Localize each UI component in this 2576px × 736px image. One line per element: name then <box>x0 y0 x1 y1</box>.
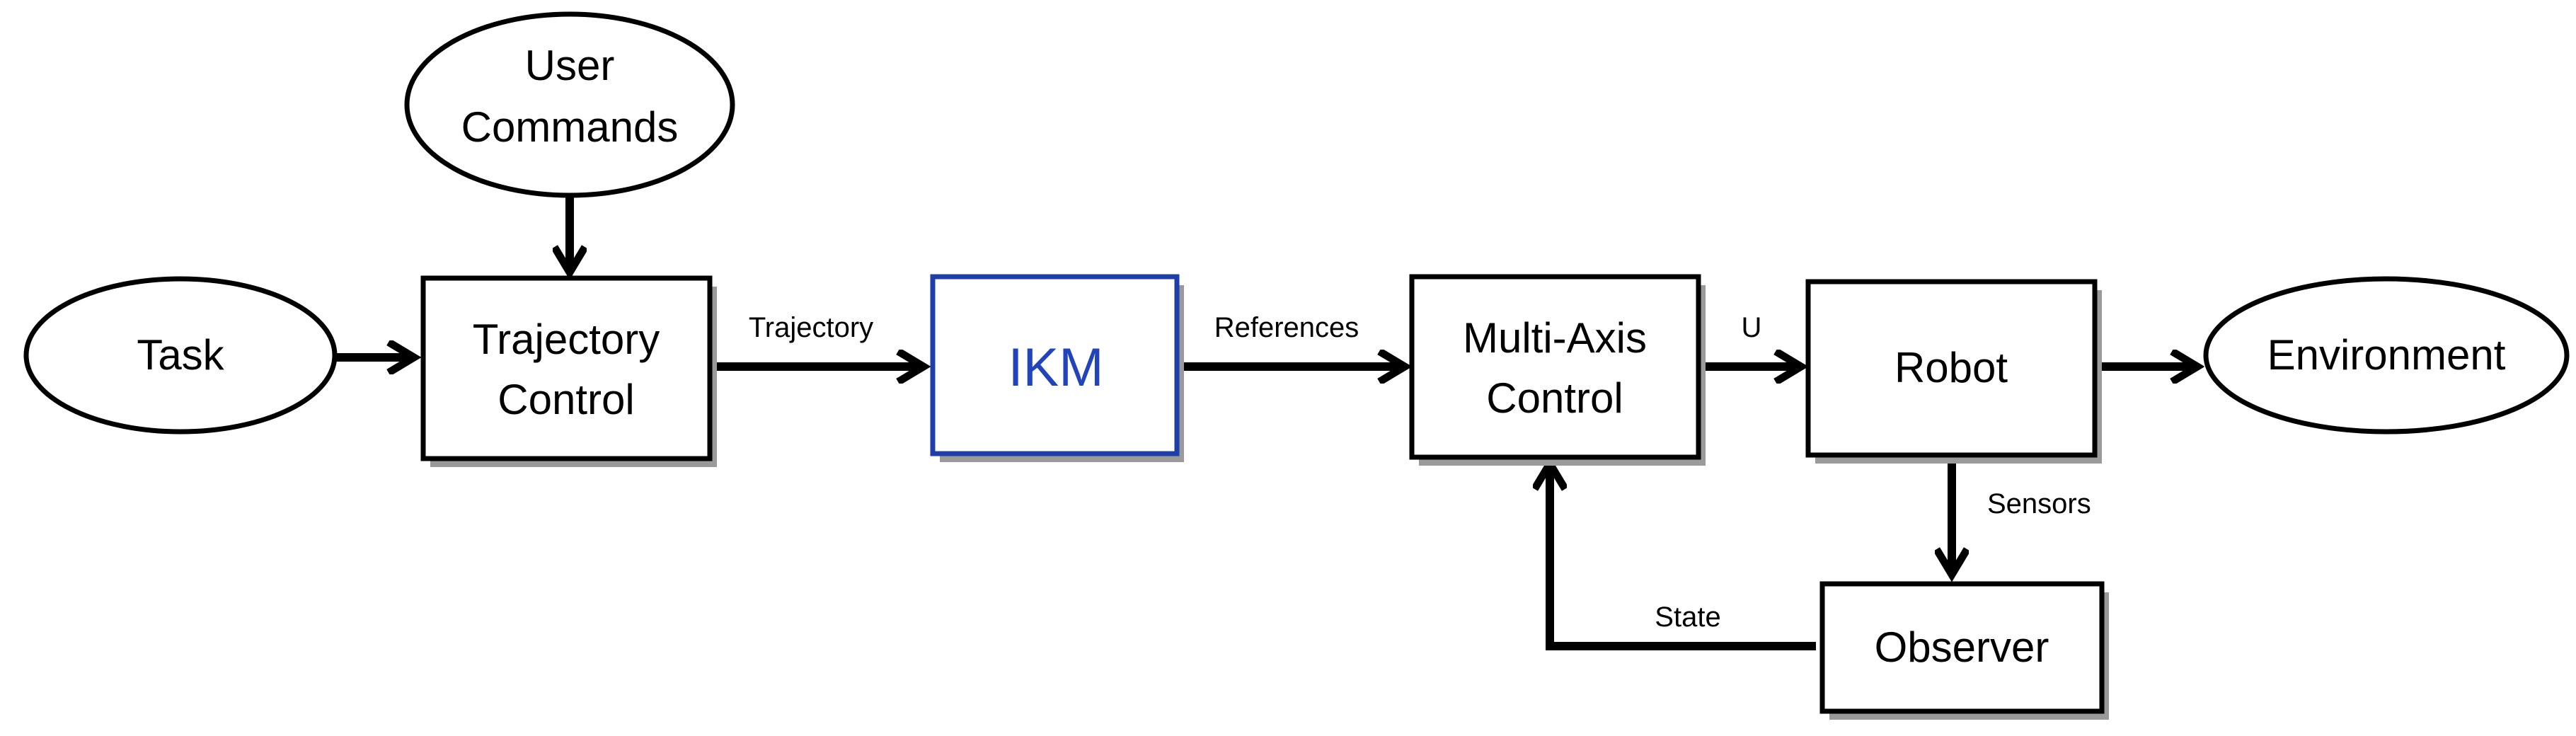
multi-axis-control-label-line1: Multi-Axis <box>1463 314 1647 362</box>
edge-label-sensors: Sensors <box>1987 488 2091 519</box>
task-ellipse <box>23 276 338 435</box>
ikm-box <box>930 274 1180 456</box>
environment-label: Environment <box>2267 331 2506 379</box>
robot-box <box>1805 279 2098 458</box>
multi-axis-control-label-line2: Control <box>1486 374 1623 422</box>
user-commands-ellipse <box>404 11 735 198</box>
multi-axis-control-box <box>1409 274 1701 460</box>
edge-labels: Trajectory References U Sensors State <box>749 312 2091 633</box>
user-commands-label-line1: User <box>525 42 615 89</box>
edges <box>329 197 2197 650</box>
ikm-label: IKM <box>1008 338 1103 398</box>
node-trajectory-control: Trajectory Control <box>420 275 717 467</box>
node-user-commands: User Commands <box>404 11 735 198</box>
edge-label-trajectory: Trajectory <box>749 312 873 343</box>
task-label: Task <box>137 331 224 379</box>
node-observer: Observer <box>1819 581 2109 720</box>
observer-label: Observer <box>1875 623 2049 671</box>
trajectory-control-box <box>420 275 713 461</box>
node-multi-axis-control: Multi-Axis Control <box>1409 274 1706 466</box>
robot-label: Robot <box>1894 344 2008 391</box>
edge-label-references: References <box>1214 312 1359 343</box>
observer-box <box>1819 581 2105 714</box>
node-task: Task <box>23 276 338 435</box>
trajectory-control-label-line1: Trajectory <box>473 316 660 363</box>
edge-label-state: State <box>1655 602 1720 633</box>
trajectory-control-label-line2: Control <box>498 376 634 423</box>
edge-observer-to-multiaxis <box>1550 464 1816 650</box>
node-ikm: IKM <box>930 274 1184 462</box>
node-robot: Robot <box>1805 279 2102 464</box>
environment-ellipse <box>2203 276 2570 435</box>
node-environment: Environment <box>2203 276 2570 435</box>
user-commands-label-line2: Commands <box>461 103 679 151</box>
edge-label-u: U <box>1742 312 1762 343</box>
